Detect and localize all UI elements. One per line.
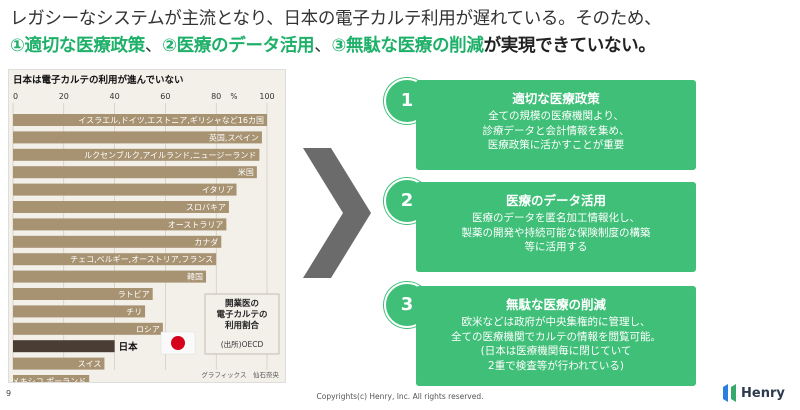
- tick-label: 0: [13, 92, 18, 101]
- headline-item2: ②医療のデータ活用: [162, 36, 315, 56]
- card-3-title: 無駄な医療の削減: [505, 297, 606, 312]
- bar-label: イスラエル,ドイツ,エストニア,ギリシャなど16カ国: [78, 116, 264, 125]
- bar-label: オーストラリア: [168, 220, 224, 229]
- card-3-line: 2重で検査等が行われている): [488, 359, 624, 372]
- card-1-title: 適切な医療政策: [512, 91, 600, 106]
- card-2-line: 医療のデータを匿名加工情報化し、: [472, 212, 640, 224]
- bar: [13, 375, 90, 382]
- bar: [13, 218, 227, 231]
- card-3-line: (日本は医療機関毎に閉じていて: [480, 345, 632, 357]
- legend-box: [204, 293, 280, 355]
- bar-label: スロバキア: [186, 203, 226, 212]
- bar-label: メキシコ,ポーランド: [12, 377, 87, 382]
- card-data-utilization: 医療のデータ活用 医療のデータを匿名加工情報化し、 製薬の開発や持続可能な保険制…: [416, 182, 696, 272]
- bar: [13, 288, 153, 300]
- headline-item1: ①適切な医療政策: [10, 36, 145, 56]
- card-appropriate-policy: 適切な医療政策 全ての規模の医療機関より、 診療データと会計情報を集め、 医療政…: [416, 80, 696, 170]
- page-number: 9: [6, 389, 12, 398]
- bar: [13, 305, 146, 318]
- right-arrow-icon: [303, 148, 371, 278]
- card-3-line: 全ての医療機関でカルテの情報を閲覧可能。: [451, 330, 661, 343]
- tick-label: 80: [211, 92, 221, 101]
- chart-title: 日本は電子カルテの利用が進んでいない: [13, 75, 184, 86]
- legend-text: 利用割合: [224, 320, 260, 331]
- bar: [13, 201, 229, 213]
- bar-label: 日本: [119, 341, 139, 353]
- bar: [13, 270, 207, 283]
- headline-line2: ①適切な医療政策、②医療のデータ活用、③無駄な医療の削減が実現できていない。: [10, 33, 795, 60]
- bar: [13, 322, 163, 335]
- bar: [13, 235, 222, 248]
- headline-sep2: 、: [314, 36, 332, 56]
- bar: [13, 253, 217, 266]
- headline-tail: が実現できていない。: [483, 36, 656, 56]
- bar-label: チェコ,ベルギー,オーストリア,フランス: [70, 255, 213, 264]
- tick-label: 100: [259, 92, 274, 101]
- card-2-line: 等に活用する: [524, 241, 588, 253]
- henry-logo-icon: [723, 384, 736, 402]
- card-2-title: 医療のデータ活用: [505, 193, 606, 208]
- headline-item3: ③無駄な医療の削減: [331, 36, 484, 56]
- bar-label: ラトビア: [118, 290, 150, 299]
- bar-label: スイス: [78, 360, 102, 369]
- emr-usage-chart: 日本は電子カルテの利用が進んでいない 0 20 40 60 80 100% イスラエル,ドイ…: [8, 69, 286, 383]
- bar-label: 英国,スペイン: [209, 132, 259, 142]
- card-2-line: 製薬の開発や持続可能な保険制度の構築: [461, 226, 651, 239]
- bar-label: カナダ: [194, 237, 218, 247]
- bar-label: ロシア: [136, 325, 160, 334]
- tick-label: 20: [59, 92, 69, 101]
- credit-label: グラフィックス 仙石奈央: [201, 370, 279, 379]
- legend-text: 電子カルテの: [216, 310, 267, 320]
- bar: [13, 340, 115, 353]
- copyright: Copyrights(c) Henry, Inc. All rights res…: [316, 392, 484, 401]
- card-1-line: 全ての規模の医療機関より、: [488, 110, 624, 122]
- headline-sep1: 、: [144, 36, 163, 56]
- headline: レガシーなシステムが主流となり、日本の電子カルテ利用が遅れている。そのため、 ①…: [10, 6, 795, 60]
- bar: [13, 166, 257, 179]
- card-1-line: 医療政策に活かすことが重要: [487, 139, 625, 151]
- bar: [13, 148, 260, 161]
- unit-label: %: [230, 92, 237, 101]
- headline-line1: レガシーなシステムが主流となり、日本の電子カルテ利用が遅れている。そのため、: [10, 9, 662, 29]
- japan-flag-disc: [171, 336, 185, 350]
- tick-label: 60: [160, 92, 170, 101]
- bar-label: ルクセンブルク,アイルランド,ニュージーランド: [84, 150, 256, 160]
- card-1-desc: 全ての規模の医療機関より、 診療データと会計情報を集め、 医療政策に活かすことが…: [416, 109, 696, 153]
- card-3-line: 欧米などは政府が中央集権的に管理し、: [461, 316, 651, 328]
- chart-canvas: 0 20 40 60 80 100% イスラエル,ドイツ,エストニア,ギリシャなど16カ国英…: [12, 92, 280, 382]
- bar: [13, 183, 237, 196]
- tick-label: 40: [110, 92, 120, 101]
- bar-label: 韓国: [187, 272, 203, 282]
- card-2-desc: 医療のデータを匿名加工情報化し、 製薬の開発や持続可能な保険制度の構築 等に活用…: [416, 211, 696, 255]
- bar-label: チリ: [126, 307, 142, 316]
- henry-logo: Henry: [722, 383, 785, 403]
- card-1-line: 診療データと会計情報を集め、: [482, 124, 630, 137]
- bar: [13, 131, 262, 144]
- henry-logo-text: Henry: [741, 385, 785, 401]
- bar: [13, 114, 267, 126]
- card-3-desc: 欧米などは政府が中央集権的に管理し、 全ての医療機関でカルテの情報を閲覧可能。 …: [416, 315, 696, 373]
- source-label: (出所)OECD: [221, 339, 264, 349]
- bar-label: イタリア: [202, 186, 234, 195]
- card-waste-reduction: 無駄な医療の削減 欧米などは政府が中央集権的に管理し、 全ての医療機関でカルテの…: [416, 286, 696, 386]
- bar: [13, 357, 105, 370]
- bar-label: 米国: [238, 167, 254, 177]
- legend-text: 開業医の: [225, 298, 259, 309]
